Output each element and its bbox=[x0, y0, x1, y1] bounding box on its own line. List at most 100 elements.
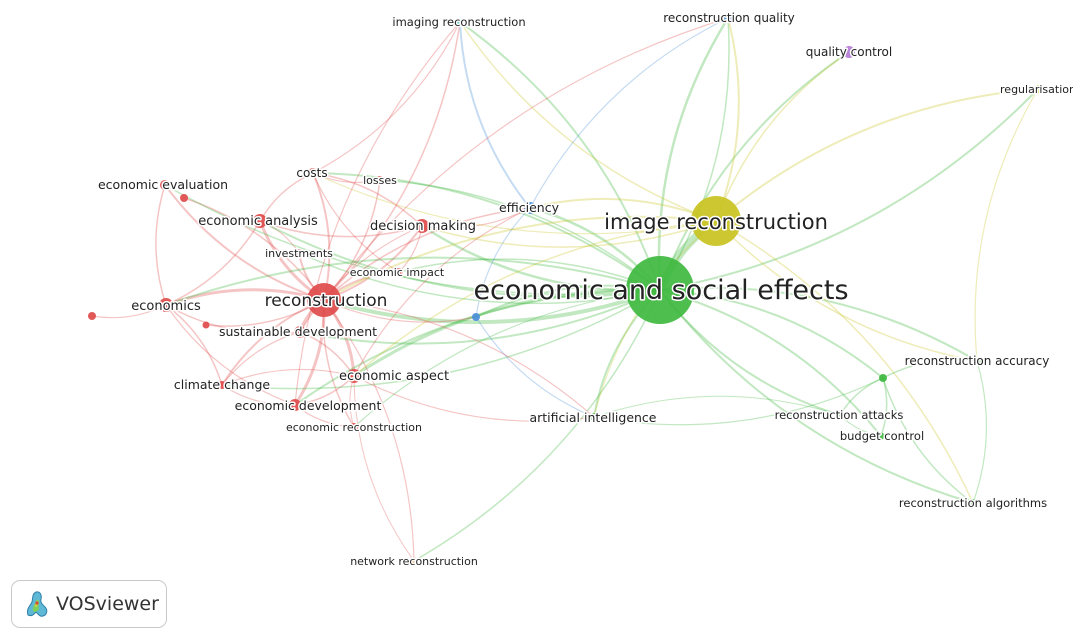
node-red-small-1[interactable] bbox=[88, 312, 96, 320]
node-economics[interactable] bbox=[159, 298, 173, 312]
edge-reconstruction-attacks-to-budget-control bbox=[839, 414, 882, 437]
edge-economic-and-social-effects-to-budget-control bbox=[659, 289, 882, 437]
edge-imaging-reconstruction-to-reconstruction bbox=[323, 21, 461, 301]
edge-artificial-intelligence-to-reconstruction bbox=[323, 299, 595, 418]
label-reconstruction-quality[interactable]: reconstruction quality bbox=[662, 10, 797, 27]
label-costs[interactable]: costs bbox=[295, 165, 329, 182]
label-network-reconstruction[interactable]: network reconstruction bbox=[349, 554, 480, 570]
label-economic-aspect[interactable]: economic aspect bbox=[338, 368, 451, 386]
node-economic-development[interactable] bbox=[289, 399, 301, 411]
label-decision-making[interactable]: decision making bbox=[369, 218, 478, 236]
label-economic-and-social-effects[interactable]: economic and social effects bbox=[472, 274, 850, 308]
label-budget-control[interactable]: budget control bbox=[838, 428, 925, 445]
label-climate-change[interactable]: climate change bbox=[172, 376, 272, 394]
node-reconstruction-accuracy[interactable] bbox=[973, 357, 981, 365]
edge-economics-to-economic-development bbox=[165, 304, 296, 406]
node-imaging-reconstruction[interactable] bbox=[456, 18, 464, 26]
node-economic-and-social-effects[interactable] bbox=[626, 256, 694, 324]
node-reconstruction-algorithms[interactable] bbox=[969, 499, 977, 507]
node-green-small-1[interactable] bbox=[879, 374, 887, 382]
edge-economic-development-to-economic-reconstruction bbox=[294, 404, 355, 428]
label-economic-reconstruction[interactable]: economic reconstruction bbox=[284, 420, 423, 436]
edge-reconstruction-quality-to-economic-and-social-effects bbox=[659, 17, 730, 291]
edge-economic-and-social-effects-to-network-reconstruction bbox=[413, 289, 661, 562]
edge-image-reconstruction-to-regularisation bbox=[715, 88, 1039, 222]
edge-costs-to-decision-making bbox=[312, 172, 423, 227]
edge-economic-and-social-effects-to-investments bbox=[298, 252, 661, 305]
label-economic-analysis[interactable]: economic analysis bbox=[197, 213, 320, 231]
node-climate-change[interactable] bbox=[218, 381, 226, 389]
edge-economic-and-social-effects-to-reconstruction-accuracy bbox=[659, 286, 978, 362]
label-regularisation[interactable]: regularisation bbox=[999, 82, 1073, 98]
edge-economic-and-social-effects-to-reconstruction-algorithms bbox=[659, 289, 974, 504]
node-decision-making[interactable] bbox=[415, 219, 429, 233]
edge-economic-aspect-to-climate-change bbox=[221, 368, 355, 386]
edge-economics-to-economic-analysis bbox=[165, 220, 261, 306]
node-regularisation[interactable] bbox=[1034, 85, 1042, 93]
edge-economic-and-social-effects-to-economic-development bbox=[294, 288, 661, 406]
node-investments[interactable] bbox=[295, 249, 303, 257]
label-layer: reconstruction economics economic evaluati… bbox=[96, 10, 1073, 570]
vosviewer-logo-icon bbox=[27, 591, 48, 617]
node-economic-impact[interactable] bbox=[395, 268, 403, 276]
label-reconstruction-attacks[interactable]: reconstruction attacks bbox=[773, 407, 905, 424]
edge-economic-and-social-effects-to-reconstruction bbox=[322, 288, 662, 325]
node-efficiency[interactable] bbox=[524, 202, 536, 214]
edge-image-reconstruction-to-reconstruction bbox=[323, 215, 717, 301]
node-red-small-3[interactable] bbox=[202, 321, 210, 329]
edge-image-reconstruction-to-quality-control bbox=[715, 51, 850, 222]
label-economic-impact[interactable]: economic impact bbox=[348, 265, 446, 281]
node-economic-evaluation[interactable] bbox=[160, 180, 170, 190]
edge-image-reconstruction-to-reconstruction-quality bbox=[715, 17, 740, 222]
edge-efficiency-to-blue-small-1 bbox=[475, 207, 531, 318]
label-investments[interactable]: investments bbox=[264, 246, 335, 262]
edge-economic-and-social-effects-to-economics bbox=[165, 256, 661, 306]
label-quality-control[interactable]: quality control bbox=[804, 44, 893, 61]
label-imaging-reconstruction[interactable]: imaging reconstruction bbox=[391, 14, 527, 31]
label-artificial-intelligence[interactable]: artificial intelligence bbox=[528, 409, 658, 427]
label-losses[interactable]: losses bbox=[362, 173, 399, 189]
edge-economic-analysis-to-decision-making bbox=[259, 220, 423, 238]
label-image-reconstruction[interactable]: image reconstruction bbox=[603, 209, 830, 236]
edge-economic-and-social-effects-to-economic-aspect bbox=[352, 288, 662, 378]
label-reconstruction-algorithms[interactable]: reconstruction algorithms bbox=[897, 495, 1048, 512]
node-costs[interactable] bbox=[308, 168, 318, 178]
node-economic-aspect[interactable] bbox=[347, 369, 361, 383]
edge-economic-and-social-effects-to-costs bbox=[312, 172, 661, 291]
edge-blue-small-1-to-artificial-intelligence bbox=[475, 316, 595, 418]
label-economic-evaluation[interactable]: economic evaluation bbox=[96, 176, 229, 194]
edge-green-small-1-to-artificial-intelligence bbox=[593, 377, 884, 426]
vosviewer-brand-label: VOSviewer bbox=[56, 593, 159, 615]
node-losses[interactable] bbox=[376, 176, 384, 184]
node-reconstruction-quality[interactable] bbox=[724, 14, 732, 22]
node-reconstruction-attacks[interactable] bbox=[836, 411, 844, 419]
node-image-reconstruction[interactable] bbox=[691, 196, 741, 246]
label-efficiency[interactable]: efficiency bbox=[497, 199, 561, 217]
edge-image-reconstruction-to-decision-making bbox=[421, 220, 717, 248]
node-budget-control[interactable] bbox=[877, 432, 885, 440]
label-reconstruction[interactable]: reconstruction bbox=[263, 290, 389, 313]
edge-costs-to-economic-impact bbox=[312, 172, 400, 273]
node-network-reconstruction[interactable] bbox=[410, 557, 418, 565]
label-reconstruction-accuracy[interactable]: reconstruction accuracy bbox=[903, 353, 1051, 370]
node-economic-reconstruction[interactable] bbox=[350, 423, 358, 431]
node-blue-small-1[interactable] bbox=[472, 313, 480, 321]
edge-reconstruction-to-economic-evaluation bbox=[164, 184, 325, 301]
node-sustainable-development[interactable] bbox=[294, 326, 306, 338]
node-artificial-intelligence[interactable] bbox=[590, 413, 598, 421]
node-red-small-2[interactable] bbox=[180, 194, 188, 202]
edge-economic-and-social-effects-to-economic-reconstruction bbox=[353, 289, 661, 428]
edge-economic-and-social-effects-to-economic-evaluation bbox=[164, 184, 661, 296]
edge-artificial-intelligence-to-economic-aspect bbox=[353, 375, 595, 422]
edge-economics-to-red-small-1 bbox=[91, 304, 167, 319]
node-economic-analysis[interactable] bbox=[253, 214, 267, 228]
label-sustainable-development[interactable]: sustainable development bbox=[217, 323, 378, 341]
edge-reconstruction-attacks-to-artificial-intelligence bbox=[593, 395, 841, 418]
label-economics[interactable]: economics bbox=[130, 298, 203, 316]
label-economic-development[interactable]: economic development bbox=[233, 397, 383, 415]
node-quality-control[interactable] bbox=[843, 46, 855, 58]
node-reconstruction[interactable] bbox=[307, 283, 341, 317]
edge-economic-and-social-effects-to-sustainable-development bbox=[299, 289, 661, 345]
